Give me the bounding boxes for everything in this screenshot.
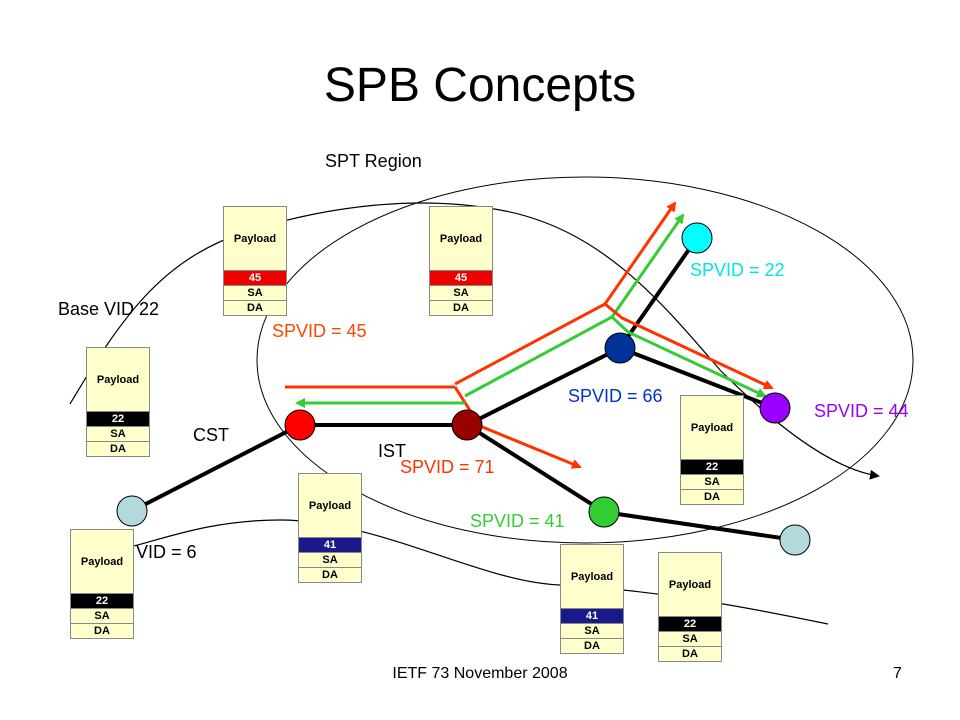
frame-sa: SA: [299, 552, 361, 567]
link: [131, 423, 301, 513]
frame-sa: SA: [430, 285, 492, 300]
frame-payload: Payload: [570, 570, 614, 583]
frame-da: DA: [299, 567, 361, 582]
footer-text: IETF 73 November 2008: [392, 665, 568, 682]
frame-payload: Payload: [690, 421, 734, 434]
frame-vid: 22: [87, 411, 149, 426]
frame-purple-exit: Payload 22 SA DA: [680, 395, 744, 505]
node-gray-left: [116, 495, 148, 527]
frame-payload: Payload: [308, 499, 352, 512]
frame-payload: Payload: [668, 578, 712, 591]
frame-bottom-right: Payload 22 SA DA: [658, 552, 722, 662]
spt-region-ellipse: [256, 176, 914, 544]
frame-center: Payload 41 SA DA: [298, 473, 362, 583]
frame-da: DA: [87, 441, 149, 456]
frame-vid: 22: [681, 459, 743, 474]
frame-da: DA: [681, 489, 743, 504]
bridge-nodes: [116, 222, 811, 556]
orange-path-spvid-44: [604, 302, 774, 390]
frame-sa: SA: [681, 474, 743, 489]
node-red: [284, 409, 316, 441]
frame-top-left: Payload 45 SA DA: [223, 206, 287, 316]
frame-da: DA: [561, 638, 623, 653]
frame-vid: 41: [561, 608, 623, 623]
frame-sa: SA: [561, 623, 623, 638]
spvid-71-label: SPVID = 71: [400, 457, 495, 477]
frame-sa: SA: [224, 285, 286, 300]
spvid-44-label: SPVID = 44: [814, 401, 909, 421]
vid-6-label: VID = 6: [136, 542, 197, 562]
spt-region-label: SPT Region: [325, 151, 422, 171]
node-blue: [604, 332, 636, 364]
frame-vid: 41: [299, 537, 361, 552]
node-gray-right: [779, 524, 811, 556]
frame-bottom-middle: Payload 41 SA DA: [560, 544, 624, 654]
frame-da: DA: [430, 300, 492, 315]
frame-sa: SA: [87, 426, 149, 441]
spvid-45-label: SPVID = 45: [272, 321, 367, 341]
frame-bottom-left: Payload 22 SA DA: [70, 529, 134, 639]
frame-vid: 45: [224, 270, 286, 285]
network-links: [131, 236, 796, 542]
frame-da: DA: [659, 646, 721, 661]
green-path-spvid-44: [610, 315, 767, 398]
page-number: 7: [893, 665, 902, 682]
link: [466, 346, 621, 427]
frame-da: DA: [71, 623, 133, 638]
cst-label: CST: [193, 425, 229, 445]
frame-sa: SA: [659, 631, 721, 646]
frame-vid: 45: [430, 270, 492, 285]
spvid-41-label: SPVID = 41: [470, 511, 565, 531]
frame-da: DA: [224, 300, 286, 315]
link: [465, 423, 606, 514]
spvid-22-label: SPVID = 22: [690, 260, 785, 280]
frame-payload: Payload: [80, 555, 124, 568]
node-purple: [759, 392, 791, 424]
frame-vid: 22: [71, 593, 133, 608]
frame-top-right: Payload 45 SA DA: [429, 206, 493, 316]
node-darkred: [451, 409, 483, 441]
frame-payload: Payload: [233, 232, 277, 245]
slide-title: SPB Concepts: [323, 59, 637, 112]
node-green: [588, 496, 620, 528]
base-vid-label: Base VID 22: [58, 299, 160, 319]
link: [619, 346, 776, 410]
frame-base-vid: Payload 22 SA DA: [86, 347, 150, 457]
frame-sa: SA: [71, 608, 133, 623]
frame-payload: Payload: [96, 373, 140, 386]
ist-label: IST: [378, 441, 407, 461]
frame-payload: Payload: [439, 232, 483, 245]
spvid-66-label: SPVID = 66: [568, 386, 663, 406]
frame-vid: 22: [659, 616, 721, 631]
link: [603, 510, 796, 542]
link: [618, 236, 699, 350]
node-cyan: [681, 222, 713, 254]
